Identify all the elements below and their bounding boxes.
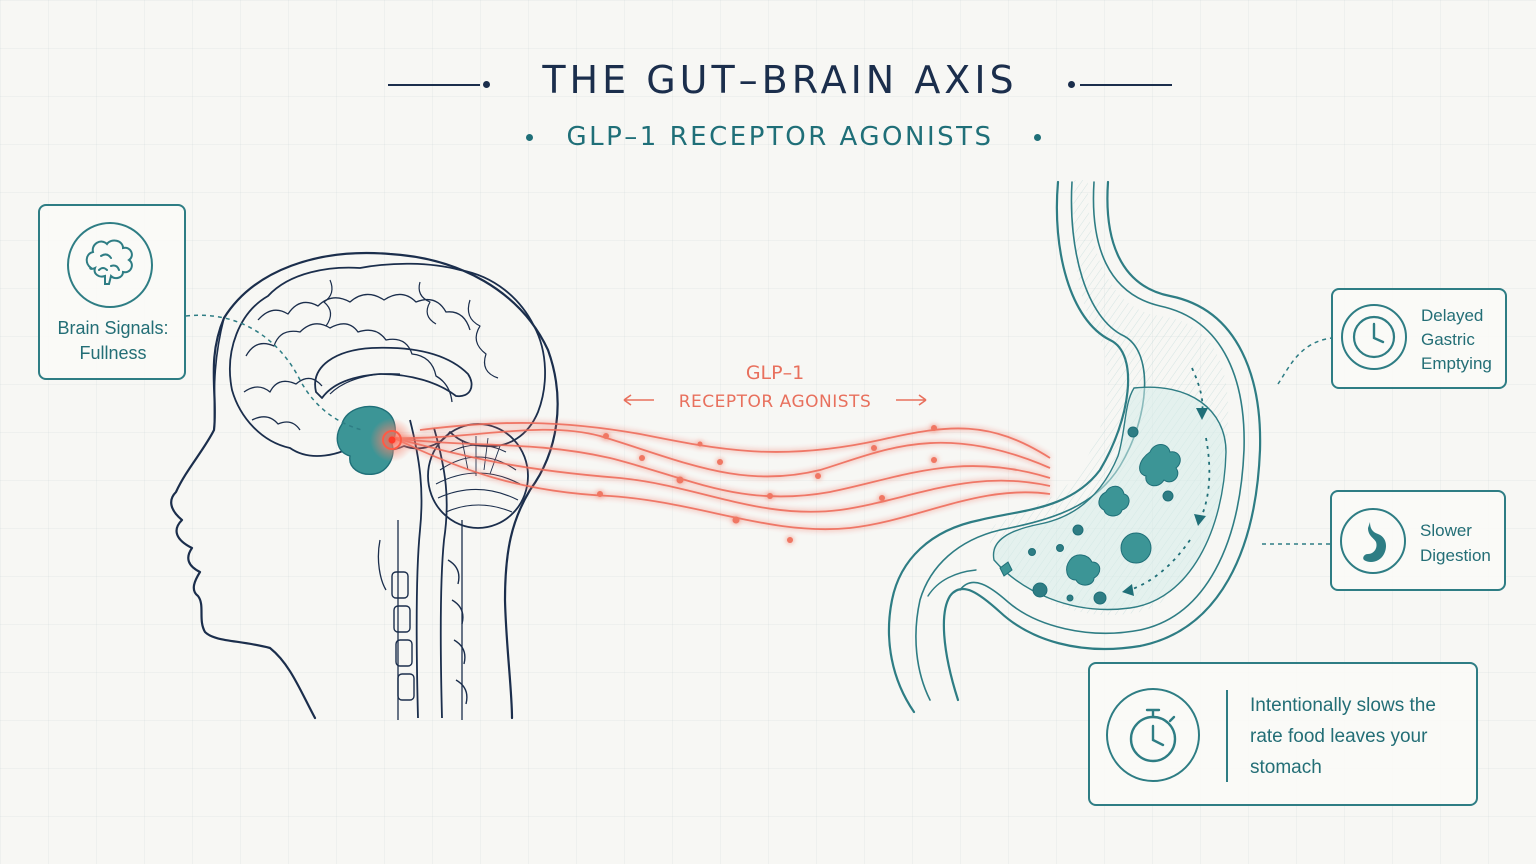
signal-waves	[394, 423, 1050, 529]
stomach	[889, 180, 1260, 712]
signal-label-line2: RECEPTOR AGONISTS	[660, 392, 890, 412]
slower-digestion-card: Slower Digestion	[1330, 490, 1506, 591]
slower-digestion-label: Slower Digestion	[1420, 518, 1504, 568]
page-subtitle: GLP–1 RECEPTOR AGONISTS	[388, 122, 1172, 152]
stomach-icon	[1340, 508, 1406, 574]
delayed-connector	[1278, 338, 1332, 384]
title-rule-right	[1080, 84, 1172, 86]
info-card-divider	[1226, 690, 1228, 782]
info-card: Intentionally slows the rate food leaves…	[1088, 662, 1478, 806]
brain-signals-label: Brain Signals: Fullness	[46, 316, 180, 366]
delayed-emptying-card: Delayed Gastric Emptying	[1331, 288, 1507, 389]
receptor-hotspot	[370, 418, 414, 462]
head-outline	[171, 253, 557, 718]
page-title: THE GUT–BRAIN AXIS	[388, 58, 1172, 102]
title-dot-right	[1068, 81, 1075, 88]
stopwatch-icon	[1106, 688, 1200, 782]
signal-label-line1: GLP–1	[700, 362, 850, 384]
brain-signals-card: Brain Signals: Fullness	[38, 204, 186, 380]
subtitle-dot-right	[1034, 134, 1041, 141]
delayed-emptying-label: Delayed Gastric Emptying	[1421, 304, 1503, 376]
clock-icon	[1341, 304, 1407, 370]
signal-dots	[597, 425, 937, 543]
cerebellum	[428, 424, 528, 528]
brain-connector-line	[186, 315, 362, 430]
info-card-text: Intentionally slows the rate food leaves…	[1250, 690, 1456, 783]
brain-icon	[67, 222, 153, 308]
